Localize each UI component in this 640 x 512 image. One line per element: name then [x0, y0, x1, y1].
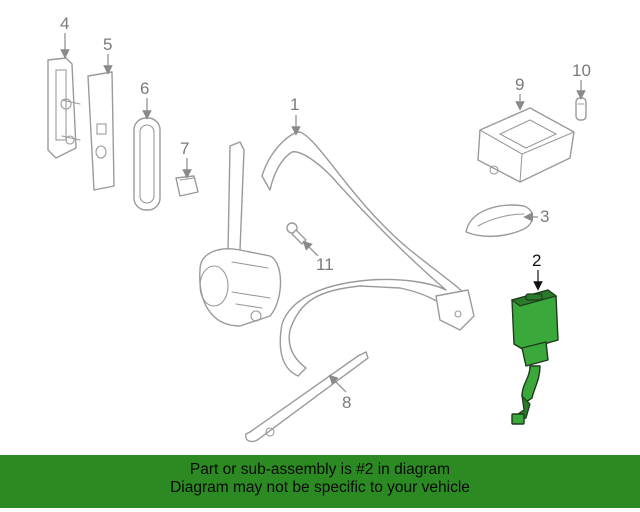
- parts-diagram: 4 5 6 7 1 11 8: [47, 14, 591, 443]
- callout-5[interactable]: 5: [103, 35, 112, 54]
- part-6-bezel[interactable]: [133, 117, 161, 211]
- part-4-bracket[interactable]: [47, 57, 81, 159]
- part-1-seat-belt-retractor[interactable]: [199, 131, 475, 377]
- callout-11[interactable]: 11: [316, 255, 334, 274]
- callout-8[interactable]: 8: [342, 393, 351, 412]
- callout-2[interactable]: 2: [532, 251, 541, 270]
- part-10-sensor[interactable]: [575, 97, 587, 121]
- callout-3[interactable]: 3: [540, 207, 549, 226]
- callout-6[interactable]: 6: [140, 79, 149, 98]
- callout-9[interactable]: 9: [515, 75, 524, 94]
- part-8-anchor-rod[interactable]: [245, 351, 369, 443]
- part-7-clip[interactable]: [175, 175, 199, 197]
- banner-line-part: Part or sub-assembly is #2 in diagram: [189, 461, 451, 478]
- part-11-bolt[interactable]: [286, 222, 307, 245]
- part-3-cover[interactable]: [465, 204, 534, 238]
- callout-10[interactable]: 10: [572, 61, 591, 80]
- part-9-control-module[interactable]: [477, 107, 575, 183]
- part-5-trim-panel[interactable]: [87, 71, 115, 191]
- info-banner: Part or sub-assembly is #2 in diagram Di…: [0, 455, 640, 508]
- callout-7[interactable]: 7: [180, 139, 189, 158]
- part-2-seat-belt-buckle[interactable]: [510, 289, 559, 425]
- callout-4[interactable]: 4: [60, 14, 69, 33]
- callout-1[interactable]: 1: [290, 95, 299, 114]
- banner-line-disclaimer: Diagram may not be specific to your vehi…: [170, 479, 470, 496]
